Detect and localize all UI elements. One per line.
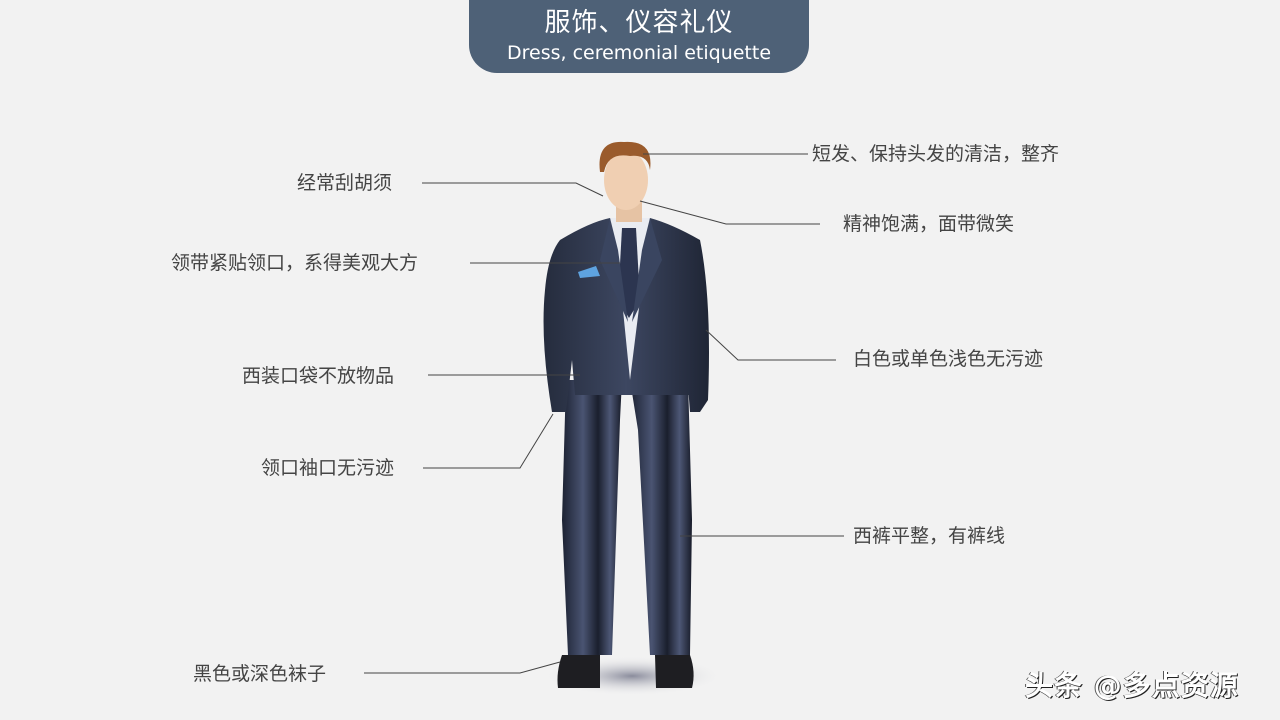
line-spirit	[639, 200, 820, 225]
title-zh: 服饰、仪容礼仪	[544, 8, 734, 38]
line-shirt	[705, 329, 836, 361]
label-shirt: 白色或单色浅色无污迹	[853, 348, 1044, 370]
right-leg	[630, 380, 692, 655]
line-cuff	[423, 413, 554, 469]
label-shave: 经常刮胡须	[297, 172, 393, 194]
right-lapel	[632, 218, 662, 322]
label-cuff: 领口袖口无污迹	[261, 457, 395, 479]
watermark: 头条 @多点资源	[1025, 669, 1239, 702]
face	[604, 150, 648, 210]
left-leg	[562, 380, 622, 655]
label-hair: 短发、保持头发的清洁，整齐	[812, 143, 1060, 165]
label-spirit: 精神饱满，面带微笑	[843, 213, 1015, 235]
pocket-square	[578, 266, 600, 278]
title-banner: 服饰、仪容礼仪 Dress, ceremonial etiquette	[469, 0, 809, 73]
title-en: Dress, ceremonial etiquette	[506, 42, 772, 64]
label-tie: 领带紧贴领口，系得美观大方	[171, 252, 419, 274]
line-shave	[422, 182, 604, 197]
line-socks	[364, 661, 561, 674]
left-shoe	[557, 655, 600, 688]
label-pocket: 西装口袋不放物品	[242, 365, 395, 387]
left-lapel	[600, 218, 628, 322]
hair	[599, 141, 651, 172]
label-socks: 黑色或深色袜子	[193, 663, 327, 685]
right-shoe	[655, 655, 694, 688]
label-trousers: 西裤平整，有裤线	[853, 525, 1006, 547]
